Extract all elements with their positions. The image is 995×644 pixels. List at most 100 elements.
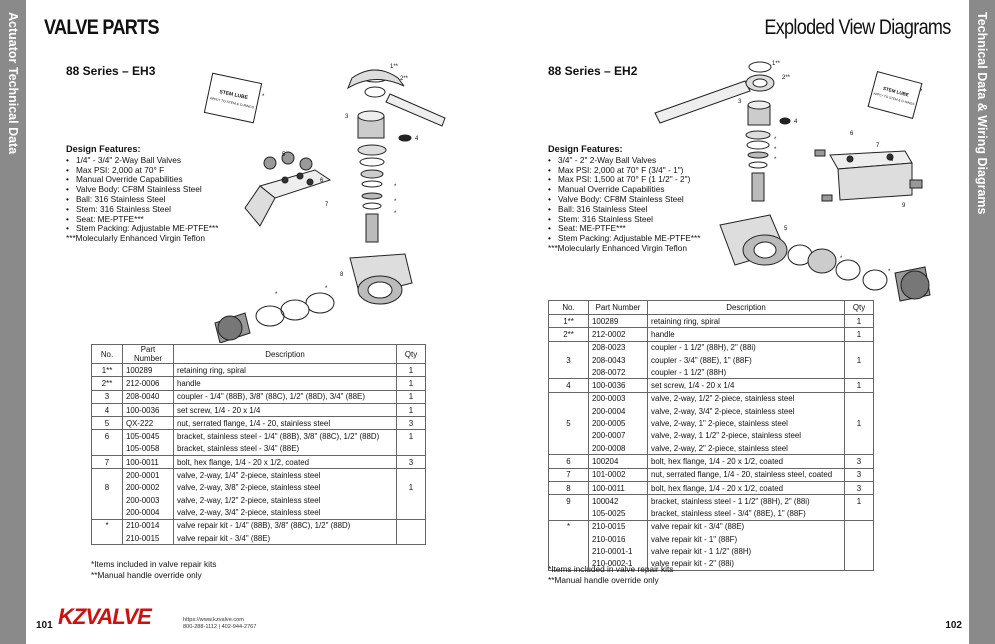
table-row: 105-0058 bracket, stainless steel - 3/4"… xyxy=(91,442,426,457)
left-feature-item: Max PSI: 2,000 at 70° F xyxy=(66,165,219,176)
row-part-number: 200-0004 xyxy=(588,405,648,418)
row-no xyxy=(91,531,123,546)
row-qty: 3 xyxy=(396,455,426,470)
row-description: valve, 2-way, 2" 2-piece, stainless stee… xyxy=(647,441,845,456)
row-part-number: 208-0023 xyxy=(588,340,648,354)
row-no: 1** xyxy=(548,313,589,329)
left-side-tab: Actuator Technical Data xyxy=(0,0,26,644)
row-description: valve, 2-way, 1" 2-piece, stainless stee… xyxy=(647,417,845,430)
right-design-features: Design Features: 3/4" - 2" 2-Way Ball Va… xyxy=(548,144,701,254)
table-row: 200-0004 valve, 2-way, 3/4" 2-piece, sta… xyxy=(91,506,426,520)
diagram-label: 1** xyxy=(772,61,781,67)
table-row: 2** 212-0002 handle 1 xyxy=(548,327,874,342)
row-qty xyxy=(844,405,874,418)
row-description: valve, 2-way, 1/2" 2-piece, stainless st… xyxy=(173,493,397,507)
row-part-number: 210-0014 xyxy=(122,518,174,532)
left-exploded-diagram: STEM LUBE APPLY TO STEM & O-RINGS xyxy=(203,64,446,343)
row-part-number: 105-0045 xyxy=(122,429,174,443)
row-qty: 1 xyxy=(844,378,874,393)
col-description: Description xyxy=(647,300,845,315)
diagram-label: 6 xyxy=(320,178,324,184)
table-row: 8 200-0002 valve, 2-way, 3/8" 2-piece, s… xyxy=(91,481,426,494)
table-row: 8 100-0011 bolt, hex flange, 1/4 - 20 x … xyxy=(548,480,874,496)
row-qty xyxy=(396,493,426,507)
left-series-title: 88 Series – EH3 xyxy=(66,64,156,78)
row-qty: 1 xyxy=(844,353,874,367)
table-row: 208-0072 coupler - 1 1/2" (88H) xyxy=(548,366,874,380)
row-qty: 1 xyxy=(844,313,874,329)
footer-url[interactable]: https://www.kzvalve.com xyxy=(183,617,244,623)
row-part-number: 200-0007 xyxy=(588,429,648,442)
row-qty: 1 xyxy=(844,494,874,508)
table-row: 200-0001 valve, 2-way, 1/4" 2-piece, sta… xyxy=(91,468,426,482)
footer-contact: https://www.kzvalve.com 800-288-1112 | 4… xyxy=(183,617,256,631)
row-no: 1** xyxy=(91,362,123,378)
stem-stack-part xyxy=(357,144,387,243)
row-qty xyxy=(844,429,874,442)
table-row: 200-0003 valve, 2-way, 1/2" 2-piece, sta… xyxy=(91,493,426,507)
row-qty: 1 xyxy=(396,429,426,443)
page-number-left: 101 xyxy=(36,620,53,631)
left-parts-table: No. Part Number Description Qty 1** 1002… xyxy=(91,344,426,546)
row-qty: 3 xyxy=(844,467,874,482)
stem-lube-tag: STEM LUBE APPLY TO STEM & O-RINGS xyxy=(203,72,263,124)
diagram-label: 9 xyxy=(902,203,906,209)
row-no: 7 xyxy=(91,455,123,470)
table-row: 7 100-0011 bolt, hex flange, 1/4 - 20 x … xyxy=(91,455,426,470)
row-qty xyxy=(844,507,874,521)
row-part-number: 100-0036 xyxy=(122,402,174,418)
row-qty xyxy=(844,557,874,571)
page-title-right: Exploded View Diagrams xyxy=(764,16,952,39)
handle-part xyxy=(346,69,446,127)
right-feature-item: 3/4" - 2" 2-Way Ball Valves xyxy=(548,155,701,166)
left-feature-item: Ball: 316 Stainless Steel xyxy=(66,194,219,205)
row-part-number: 200-0001 xyxy=(122,468,174,482)
row-no xyxy=(548,441,589,456)
table-row: 210-0001-1 valve repair kit - 1 1/2" (88… xyxy=(548,545,874,558)
table-row: 4 100-0036 set screw, 1/4 - 20 x 1/4 1 xyxy=(91,402,426,418)
row-part-number: 105-0058 xyxy=(122,442,174,457)
row-no: 8 xyxy=(548,480,589,496)
left-features-note: ***Molecularly Enhanced Virgin Teflon xyxy=(66,233,205,244)
row-no xyxy=(548,340,589,354)
table-row: 210-0016 valve repair kit - 1" (88F) xyxy=(548,533,874,546)
row-qty xyxy=(844,391,874,406)
table-row: 208-0023 coupler - 1 1/2" (88H), 2" (88i… xyxy=(548,340,874,354)
row-qty xyxy=(396,506,426,520)
row-description: set screw, 1/4 - 20 x 1/4 xyxy=(173,402,397,418)
row-no: 3 xyxy=(548,353,589,367)
row-part-number: 100289 xyxy=(588,313,648,329)
diagram-label: 3 xyxy=(345,114,349,120)
row-no xyxy=(91,493,123,507)
row-part-number: 200-0004 xyxy=(122,506,174,520)
row-part-number: 100042 xyxy=(588,494,648,508)
row-part-number: 100-0011 xyxy=(122,455,174,470)
row-qty: 1 xyxy=(844,327,874,342)
row-description: coupler - 1 1/2" (88H), 2" (88i) xyxy=(647,340,845,354)
row-part-number: 212-0006 xyxy=(122,376,174,391)
diagram-label: * xyxy=(774,157,777,163)
row-description: nut, serrated flange, 1/4 - 20, stainles… xyxy=(647,467,845,482)
row-no xyxy=(548,429,589,442)
row-no: 5 xyxy=(548,417,589,430)
row-no: 3 xyxy=(91,389,123,404)
diagram-label: * xyxy=(888,269,891,275)
table-row: 1** 100289 retaining ring, spiral 1 xyxy=(548,313,874,329)
table-row: 9 100042 bracket, stainless steel - 1 1/… xyxy=(548,494,874,508)
row-qty: 1 xyxy=(844,417,874,430)
row-part-number: 210-0015 xyxy=(588,519,648,534)
table-row: * 210-0015 valve repair kit - 3/4" (88E) xyxy=(548,519,874,534)
row-description: valve repair kit - 3/4" (88E) xyxy=(647,519,845,534)
row-description: bracket, stainless steel - 1 1/2" (88H),… xyxy=(647,494,845,508)
row-qty: 3 xyxy=(396,416,426,431)
left-feature-item: Valve Body: CF8M Stainless Steel xyxy=(66,184,219,195)
row-part-number: 100204 xyxy=(588,454,648,469)
diagram-label: * xyxy=(774,147,777,153)
left-feature-item: 1/4" - 3/4" 2-Way Ball Valves xyxy=(66,155,219,166)
row-description: valve repair kit - 1 1/2" (88H) xyxy=(647,545,845,558)
right-feature-item: Valve Body: CF8M Stainless Steel xyxy=(548,194,701,205)
row-qty xyxy=(844,441,874,456)
table-header-row: No. Part Number Description Qty xyxy=(548,300,874,315)
row-description: valve, 2-way, 1 1/2" 2-piece, stainless … xyxy=(647,429,845,442)
row-description: bracket, stainless steel - 3/4" (88E), 1… xyxy=(647,507,845,521)
